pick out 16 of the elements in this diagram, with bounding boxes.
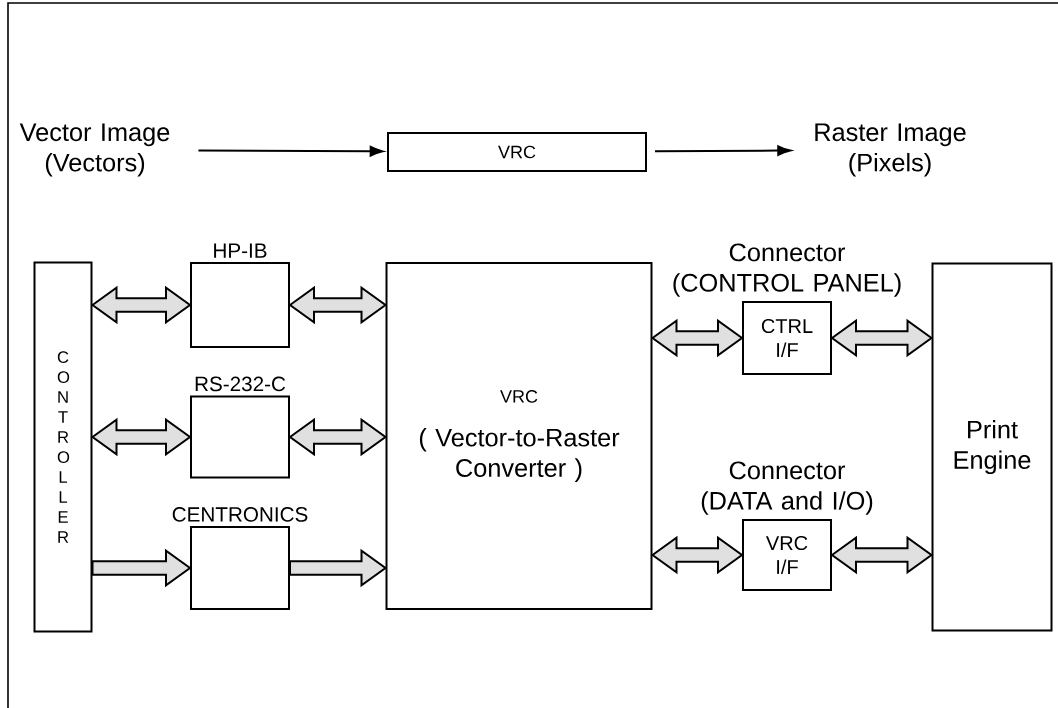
box-heading: RS-232-C: [195, 376, 286, 392]
box-heading: Connector (CONTROL PANEL): [673, 243, 901, 297]
node-text: Vector Image (Vectors): [19, 123, 170, 177]
block-box: VRC: [387, 132, 647, 172]
block-box: VRC I/F: [742, 519, 832, 591]
hollow-arrow: [91, 548, 192, 588]
node-text: Raster Image (Pixels): [815, 123, 966, 177]
block-box: VRC ( Vector-to-Raster Converter ): [385, 262, 653, 610]
block-box: Print Engine: [931, 262, 1053, 632]
hollow-arrow: [289, 548, 388, 588]
block-box: CONTROLLER: [33, 261, 93, 633]
box-heading: Connector (DATA and I/O): [701, 461, 873, 515]
box-heading: CENTRONICS: [172, 507, 308, 522]
block-box: CTRL I/F: [742, 301, 832, 375]
box-heading: HP-IB: [214, 243, 267, 258]
arrow: [654, 145, 792, 156]
